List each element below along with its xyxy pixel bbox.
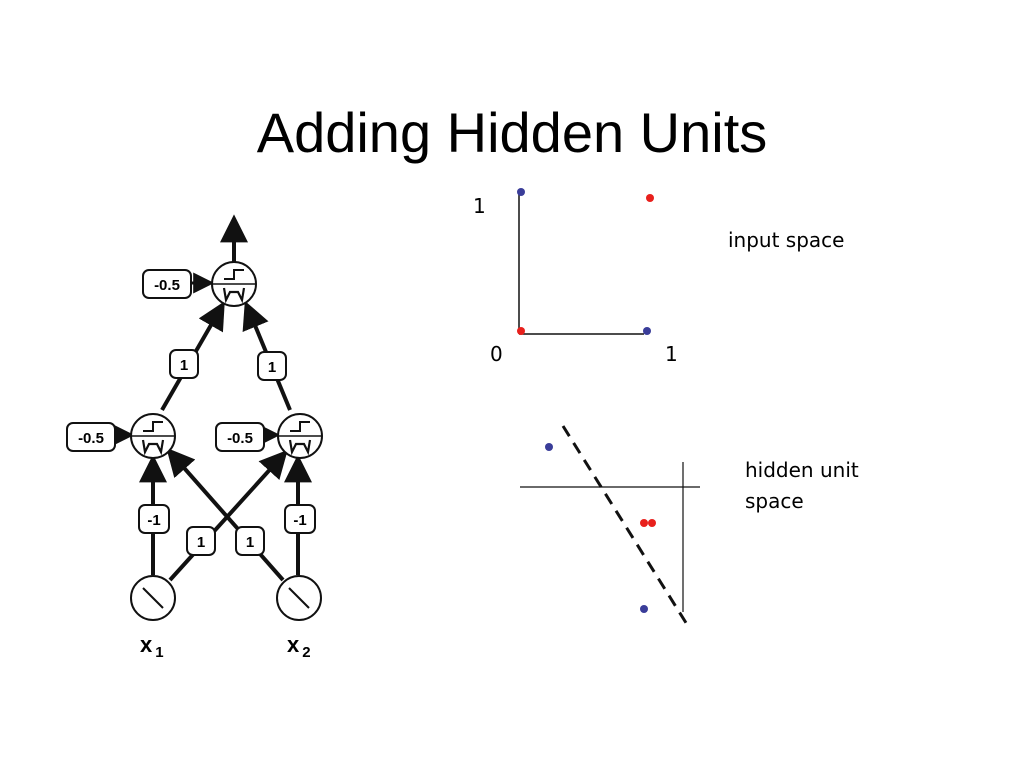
weight-box-x1-h2: 1 — [186, 526, 216, 556]
input-point-red-2 — [517, 327, 525, 335]
hidden-space-label-line1: hidden unit — [745, 458, 859, 482]
weight-box-x1-h1: -1 — [138, 504, 170, 534]
input-point-blue-0 — [517, 188, 525, 196]
output-unit — [211, 261, 257, 307]
input-unit-2 — [276, 575, 322, 621]
input-space-tick-x1: 1 — [665, 342, 678, 366]
weight-box-x2-h2: -1 — [284, 504, 316, 534]
input-space-tick-y1: 1 — [473, 194, 486, 218]
svg-text:-1: -1 — [293, 512, 306, 529]
svg-text:-1: -1 — [147, 512, 160, 529]
hidden-point-blue-top — [545, 443, 553, 451]
slide-title: Adding Hidden Units — [256, 101, 768, 164]
bias-box-output: -0.5 — [142, 269, 192, 299]
hidden-space-label-line2: space — [745, 489, 804, 513]
hidden-unit-2 — [277, 413, 323, 459]
svg-text:1: 1 — [197, 534, 205, 551]
input-unit-1 — [130, 575, 176, 621]
edge-x2-h1 — [166, 447, 285, 582]
input-space-label: input space — [728, 228, 845, 252]
weight-box-x2-h1: 1 — [235, 526, 265, 556]
input-space-plot — [517, 188, 654, 335]
bias-box-hidden-2: -0.5 — [215, 422, 265, 452]
weight-box-h2-out: 1 — [257, 351, 287, 381]
svg-text:1: 1 — [246, 534, 254, 551]
svg-text:1: 1 — [180, 357, 188, 374]
separating-line — [561, 425, 690, 627]
svg-text:-0.5: -0.5 — [154, 277, 180, 294]
bias-box-hidden-1: -0.5 — [66, 422, 116, 452]
weight-box-h1-out: 1 — [169, 349, 199, 379]
svg-text:-0.5: -0.5 — [227, 430, 253, 447]
input-point-red-1 — [646, 194, 654, 202]
hidden-point-blue-bottom — [640, 605, 648, 613]
input-space-tick-x0: 0 — [490, 342, 503, 366]
hidden-unit-1 — [130, 413, 176, 459]
hidden-point-red-2 — [648, 519, 656, 527]
svg-text:-0.5: -0.5 — [78, 430, 104, 447]
input-point-blue-3 — [643, 327, 651, 335]
svg-text:1: 1 — [268, 359, 276, 376]
hidden-point-red-1 — [640, 519, 648, 527]
hidden-space-plot — [520, 425, 700, 627]
